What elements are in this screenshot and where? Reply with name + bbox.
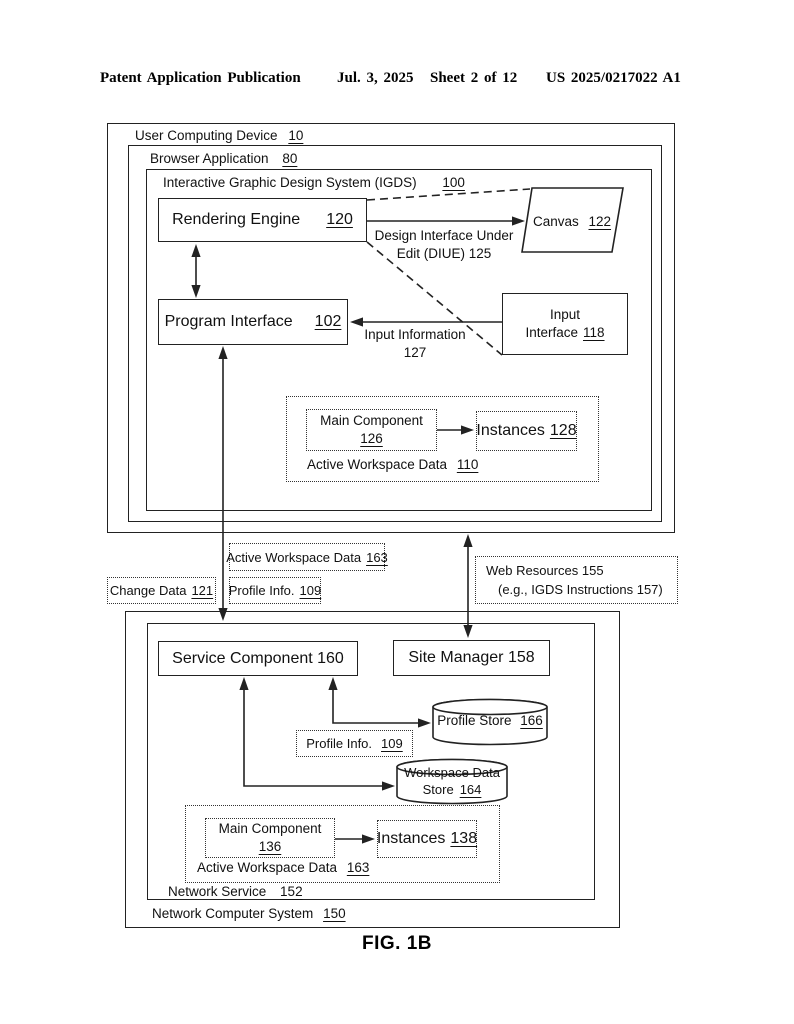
main-component-136-box: Main Component 136 [205,818,335,858]
active-workspace-data-163-link-box: Active Workspace Data 163 [226,543,388,571]
arrow-service-profilestore [332,688,419,724]
browser-application-label: Browser Application 80 [150,151,298,166]
diue-dashed-line-top [366,188,531,201]
igds-label: Interactive Graphic Design System (IGDS)… [163,175,465,190]
network-service-label: Network Service 152 [168,884,303,899]
canvas-label: Canvas 122 [532,214,612,229]
main-component-126-box: Main Component 126 [306,409,437,451]
rendering-engine-box: Rendering Engine 120 [158,198,367,242]
workspace-data-store-label: Workspace Data Store 164 [404,765,500,797]
network-computer-system-box [125,611,620,928]
program-interface-box: Program Interface 102 [158,299,348,345]
workspace-data-store-cylinder [396,758,508,805]
active-workspace-data-110-label: Active Workspace Data 110 [307,457,479,472]
browser-application-box [128,145,662,522]
header-patent-number: US 2025/0217022 A1 [546,70,681,86]
change-data-121-box: Change Data 121 [107,577,216,604]
profile-info-109-store-box: Profile Info. 109 [296,730,413,757]
site-manager-box: Site Manager 158 [393,640,550,676]
profile-info-109-link-box: Profile Info. 109 [229,577,321,604]
input-information-label: Input Information 127 [364,327,466,360]
user-computing-device-box [107,123,675,533]
service-component-box: Service Component 160 [158,641,358,676]
header-date: Jul. 3, 2025 [337,70,414,86]
figure-caption: FIG. 1B [361,933,432,954]
profile-store-label: Profile Store 166 [437,713,543,728]
header-sheet-number: Sheet 2 of 12 [430,70,518,86]
active-workspace-data-163-box [185,805,500,883]
instances-138-box: Instances 138 [377,820,477,858]
network-computer-system-label: Network Computer System 150 [152,906,346,921]
canvas-parallelogram [521,187,624,253]
diue-dashed-line-bottom [366,241,503,356]
igds-box [146,169,652,511]
arrow-service-workspacestore [243,688,383,787]
diue-label: Design Interface Under Edit (DIUE) 125 [374,228,514,261]
user-computing-device-label: User Computing Device 10 [135,128,304,143]
active-workspace-data-110-box [286,396,599,482]
web-resources-box: Web Resources 155 (e.g., IGDS Instructio… [475,556,678,604]
instances-128-box: Instances 128 [476,411,577,451]
profile-store-cylinder [432,698,548,746]
network-service-box [147,623,595,900]
active-workspace-data-163-label: Active Workspace Data 163 [197,860,370,875]
input-interface-box: Input Interface 118 [502,293,628,355]
header-publication: Patent Application Publication [100,70,301,86]
